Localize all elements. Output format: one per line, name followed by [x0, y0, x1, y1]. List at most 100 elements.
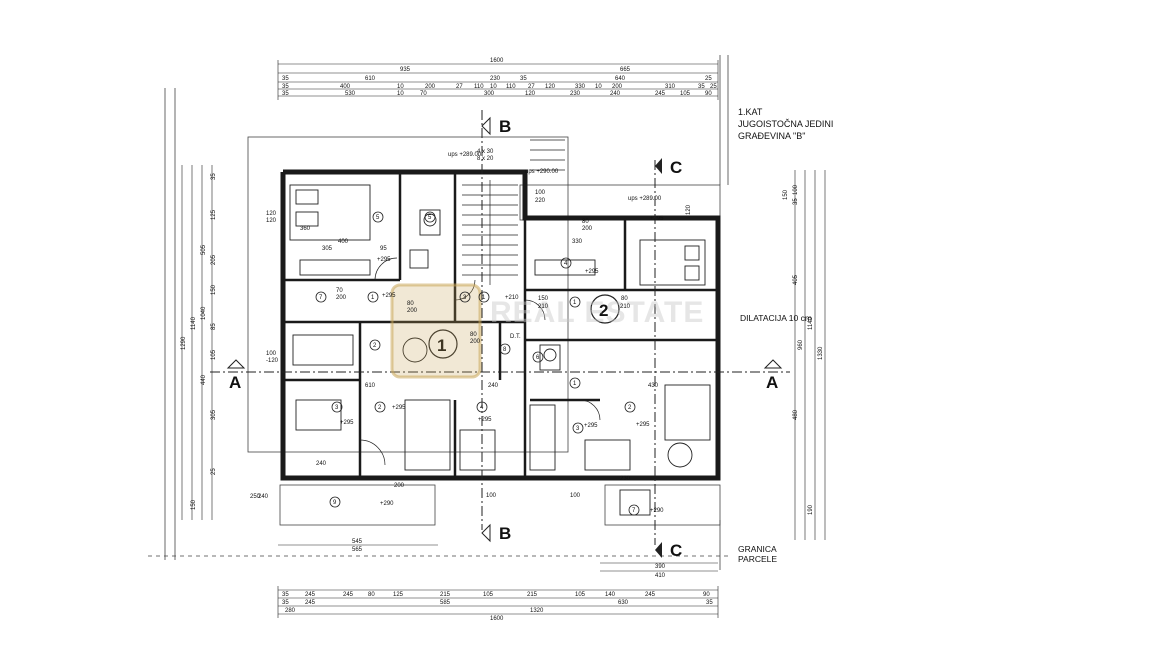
bottom-dim: 35 — [282, 592, 289, 598]
top-dim: 105 — [680, 91, 691, 97]
room-number: 2 — [628, 405, 632, 411]
room-number: 1 — [482, 295, 486, 301]
right-dimensions: 1330 1140 960 480 405 35 100 150 120 190 — [686, 184, 824, 515]
room-number: 3 — [335, 405, 339, 411]
top-dim: 230 — [570, 91, 581, 97]
left-dimensions: 1290 1140 1040 505 440 305 205 125 150 8… — [181, 173, 217, 510]
level-mark: +295 — [377, 257, 391, 263]
right-dim: 190 — [808, 504, 814, 515]
bottom-dim: 565 — [352, 547, 363, 553]
bottom-dim: 245 — [305, 600, 316, 606]
bed-room-5 — [289, 184, 371, 241]
unit-title: JUGOISTOČNA JEDINI — [738, 119, 833, 129]
bottom-dim: 35 — [706, 600, 713, 606]
room-number: 1 — [573, 300, 577, 306]
room-number: 3 — [576, 426, 580, 432]
room-dim: 4 x 30 — [477, 149, 494, 155]
room-number: 1 — [573, 381, 577, 387]
left-dim: 505 — [201, 244, 207, 255]
right-dim: 480 — [793, 409, 799, 420]
left-dim: 150 — [191, 499, 197, 510]
plot-boundary-label-1: GRANICA — [738, 544, 777, 554]
room-dim: -120 — [266, 358, 279, 364]
top-dim: 200 — [425, 84, 436, 90]
top-dim: 300 — [484, 91, 495, 97]
bottom-dim: 280 — [285, 608, 296, 614]
room-dim: 100 — [535, 190, 546, 196]
bottom-dim: 245 — [305, 592, 316, 598]
round-table-2 — [667, 442, 693, 468]
watermark-logo: REAL ESTATE — [390, 283, 704, 379]
room-number: 6 — [536, 355, 540, 361]
top-dim: 90 — [705, 91, 712, 97]
top-dim: 35 — [698, 84, 705, 90]
level-mark: +295 — [382, 293, 396, 299]
kitchen-counter-2 — [529, 404, 556, 471]
right-dim: 100 — [793, 184, 799, 195]
level-mark: ups +289.00 — [628, 196, 662, 202]
right-dim: 405 — [793, 274, 799, 285]
bottom-dim: 125 — [393, 592, 404, 598]
room-number: 2 — [373, 343, 377, 349]
level-mark: ups +289.00 — [448, 152, 482, 158]
section-lines — [210, 110, 790, 545]
top-dim: 25 — [705, 76, 712, 82]
room-number-circles — [315, 211, 640, 516]
top-dim: 330 — [575, 84, 586, 90]
right-dim: 1330 — [818, 346, 824, 360]
room-dim: 80 — [621, 296, 628, 302]
level-mark: +295 — [392, 405, 406, 411]
bottom-dim: 410 — [655, 573, 666, 579]
bottom-dim-total: 1600 — [490, 616, 504, 622]
watermark-text: REAL ESTATE — [490, 296, 704, 329]
unit-1-label: 1 — [437, 336, 446, 355]
top-dim: 10 — [397, 91, 404, 97]
left-dim: 35 — [211, 173, 217, 180]
left-dim: 440 — [201, 374, 207, 385]
room-dim: 150 — [538, 296, 549, 302]
top-dim: 10 — [490, 84, 497, 90]
bottom-dim: 140 — [605, 592, 616, 598]
door-swings — [359, 257, 601, 466]
bottom-dim: 90 — [703, 592, 710, 598]
top-dim: 110 — [506, 84, 516, 90]
room-dim: 8 x 20 — [477, 156, 494, 162]
top-dim: 70 — [420, 91, 427, 97]
top-dim: 35 — [282, 76, 289, 82]
bottom-dim: 245 — [343, 592, 354, 598]
room-dim: 210 — [538, 304, 549, 310]
bottom-dim: 215 — [527, 592, 538, 598]
furniture — [289, 184, 711, 516]
room-number: 7 — [319, 295, 323, 301]
top-dim: 120 — [525, 91, 536, 97]
exterior-walls — [280, 169, 721, 481]
bottom-dim: 245 — [645, 592, 656, 598]
room-dim: 240 — [258, 494, 269, 500]
left-dim: 305 — [211, 409, 217, 420]
unit-2-label: 2 — [599, 301, 608, 320]
bottom-dim: 390 — [655, 564, 666, 570]
room-number: 7 — [632, 508, 636, 514]
room-dim: 305 — [322, 246, 333, 252]
room-dim: 330 — [572, 239, 583, 245]
room-dim: 230 — [620, 476, 631, 482]
level-marks: ups +289.00 ups +290.00 ups +289.00 +295… — [340, 152, 664, 514]
top-dim: 240 — [610, 91, 621, 97]
level-mark: +290 — [380, 501, 394, 507]
plot-boundary-label-2: PARCELE — [738, 554, 777, 564]
top-dim: 35 — [520, 76, 527, 82]
section-b-top: B — [499, 117, 511, 136]
wc-1 — [419, 209, 441, 236]
wc-2 — [539, 344, 561, 371]
desk-room-4 — [459, 429, 496, 471]
room-number: 4 — [480, 405, 484, 411]
level-mark: +290 — [650, 508, 664, 514]
top-dim: 610 — [365, 76, 376, 82]
room-dim: 610 — [365, 383, 376, 389]
section-a-left: A — [229, 373, 241, 392]
left-dim: 105 — [211, 349, 217, 360]
left-dim: 85 — [211, 323, 217, 330]
bottom-dim: 105 — [575, 592, 586, 598]
top-dim: 27 — [528, 84, 535, 90]
